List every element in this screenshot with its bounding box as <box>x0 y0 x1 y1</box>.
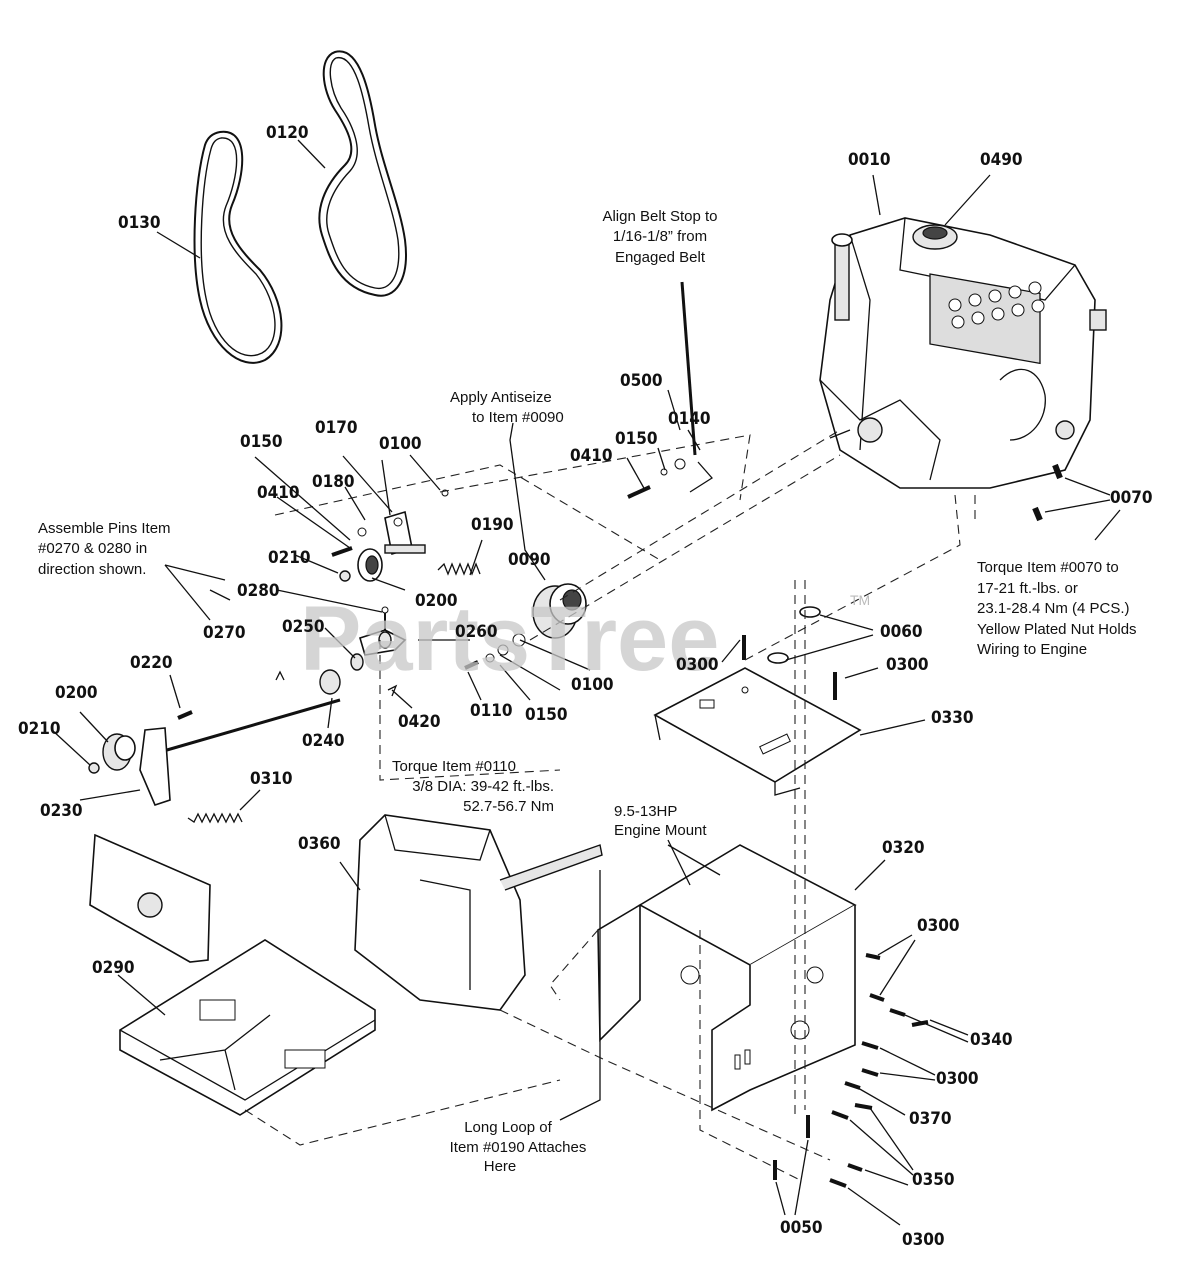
part-label: 0340 <box>970 1030 1013 1050</box>
part-label: 0200 <box>415 591 458 611</box>
svg-text:#0270 & 0280 in: #0270 & 0280 in <box>38 540 147 557</box>
housing-0360-drawing <box>354 814 603 1011</box>
part-label: 0300 <box>936 1069 979 1089</box>
part-label: 0300 <box>917 916 960 936</box>
part-label: 0210 <box>18 719 61 739</box>
svg-text:Here: Here <box>484 1158 517 1175</box>
svg-text:23.1-28.4 Nm (4 PCS.): 23.1-28.4 Nm (4 PCS.) <box>977 600 1130 617</box>
part-label: 0500 <box>620 371 663 391</box>
engine-0010-drawing <box>819 217 1107 489</box>
watermark-trademark: TM <box>850 592 870 608</box>
bolt-set-drawing <box>773 463 1063 1188</box>
part-label: 0100 <box>379 434 422 454</box>
svg-text:3/8 DIA: 39-42 ft.-lbs.: 3/8 DIA: 39-42 ft.-lbs. <box>412 778 554 795</box>
svg-text:9.5-13HP: 9.5-13HP <box>614 803 677 820</box>
part-label: 0100 <box>571 675 614 695</box>
part-label: 0140 <box>668 409 711 429</box>
part-labels: 0010 0490 0120 0130 0500 0140 0410 0150 … <box>18 123 1153 1250</box>
belt-0130-drawing <box>193 130 283 364</box>
note-belt-stop: Align Belt Stop to 1/16-1/8” from Engage… <box>602 208 717 266</box>
part-label: 0060 <box>880 622 923 642</box>
svg-text:17-21 ft.-lbs. or: 17-21 ft.-lbs. or <box>977 580 1078 597</box>
svg-text:to Item #0090: to Item #0090 <box>472 409 564 426</box>
svg-text:Engine Mount: Engine Mount <box>614 822 707 839</box>
part-label: 0050 <box>780 1218 823 1238</box>
watermark: PartsTree <box>300 588 719 690</box>
part-label: 0350 <box>912 1170 955 1190</box>
part-label: 0150 <box>240 432 283 452</box>
belt-0120-drawing <box>318 50 407 297</box>
frame-0320-drawing <box>597 844 857 1112</box>
part-label: 0250 <box>282 617 325 637</box>
note-engine-mount: 9.5-13HP Engine Mount <box>614 803 707 839</box>
part-label: 0150 <box>525 705 568 725</box>
svg-text:Item #0190 Attaches: Item #0190 Attaches <box>450 1139 587 1156</box>
svg-text:52.7-56.7 Nm: 52.7-56.7 Nm <box>463 798 554 815</box>
lever-assembly-drawing <box>88 670 341 963</box>
pan-0290-drawing <box>119 939 376 1116</box>
part-label: 0210 <box>268 548 311 568</box>
part-label: 0260 <box>455 622 498 642</box>
svg-text:Apply Antiseize: Apply Antiseize <box>450 389 552 406</box>
note-antiseize: Apply Antiseize to Item #0090 <box>450 389 564 426</box>
leader-lines <box>51 139 1121 1226</box>
svg-text:Engaged Belt: Engaged Belt <box>615 249 706 266</box>
part-label: 0330 <box>931 708 974 728</box>
part-label: 0110 <box>470 701 513 721</box>
svg-text:Torque Item #0070 to: Torque Item #0070 to <box>977 559 1119 576</box>
part-label: 0320 <box>882 838 925 858</box>
part-label: 0370 <box>909 1109 952 1129</box>
part-label: 0190 <box>471 515 514 535</box>
svg-text:Assemble Pins Item: Assemble Pins Item <box>38 520 171 537</box>
svg-text:Wiring to Engine: Wiring to Engine <box>977 641 1087 658</box>
part-label: 0410 <box>570 446 613 466</box>
note-long-loop: Long Loop of Item #0190 Attaches Here <box>450 1119 587 1175</box>
part-label: 0230 <box>40 801 83 821</box>
part-label: 0300 <box>902 1230 945 1250</box>
part-label: 0360 <box>298 834 341 854</box>
part-label: 0070 <box>1110 488 1153 508</box>
part-label: 0490 <box>980 150 1023 170</box>
svg-text:direction shown.: direction shown. <box>38 561 146 578</box>
svg-text:Long Loop of: Long Loop of <box>464 1119 552 1136</box>
svg-text:Yellow Plated Nut Holds: Yellow Plated Nut Holds <box>977 621 1137 638</box>
part-label: 0300 <box>886 655 929 675</box>
part-label: 0290 <box>92 958 135 978</box>
idler-bracket-drawing <box>319 458 713 697</box>
part-label: 0120 <box>266 123 309 143</box>
part-label: 0170 <box>315 418 358 438</box>
part-label: 0310 <box>250 769 293 789</box>
note-torque-0110: Torque Item #0110 3/8 DIA: 39-42 ft.-lbs… <box>392 758 554 815</box>
part-label: 0090 <box>508 550 551 570</box>
part-label: 0280 <box>237 581 280 601</box>
part-label: 0410 <box>257 483 300 503</box>
note-torque-0070: Torque Item #0070 to 17-21 ft.-lbs. or 2… <box>977 559 1137 658</box>
assembly-lines <box>244 429 976 1181</box>
svg-text:1/16-1/8” from: 1/16-1/8” from <box>613 228 707 245</box>
part-label: 0420 <box>398 712 441 732</box>
mount-plate-0330-drawing <box>653 606 862 796</box>
svg-text:Align Belt Stop to: Align Belt Stop to <box>602 208 717 225</box>
part-label: 0240 <box>302 731 345 751</box>
part-label: 0180 <box>312 472 355 492</box>
part-label: 0010 <box>848 150 891 170</box>
part-label: 0300 <box>676 655 719 675</box>
part-label: 0220 <box>130 653 173 673</box>
part-label: 0200 <box>55 683 98 703</box>
part-label: 0270 <box>203 623 246 643</box>
part-label: 0130 <box>118 213 161 233</box>
svg-text:Torque Item #0110: Torque Item #0110 <box>392 758 516 775</box>
part-label: 0150 <box>615 429 658 449</box>
note-assemble-pins: Assemble Pins Item #0270 & 0280 in direc… <box>38 520 171 578</box>
